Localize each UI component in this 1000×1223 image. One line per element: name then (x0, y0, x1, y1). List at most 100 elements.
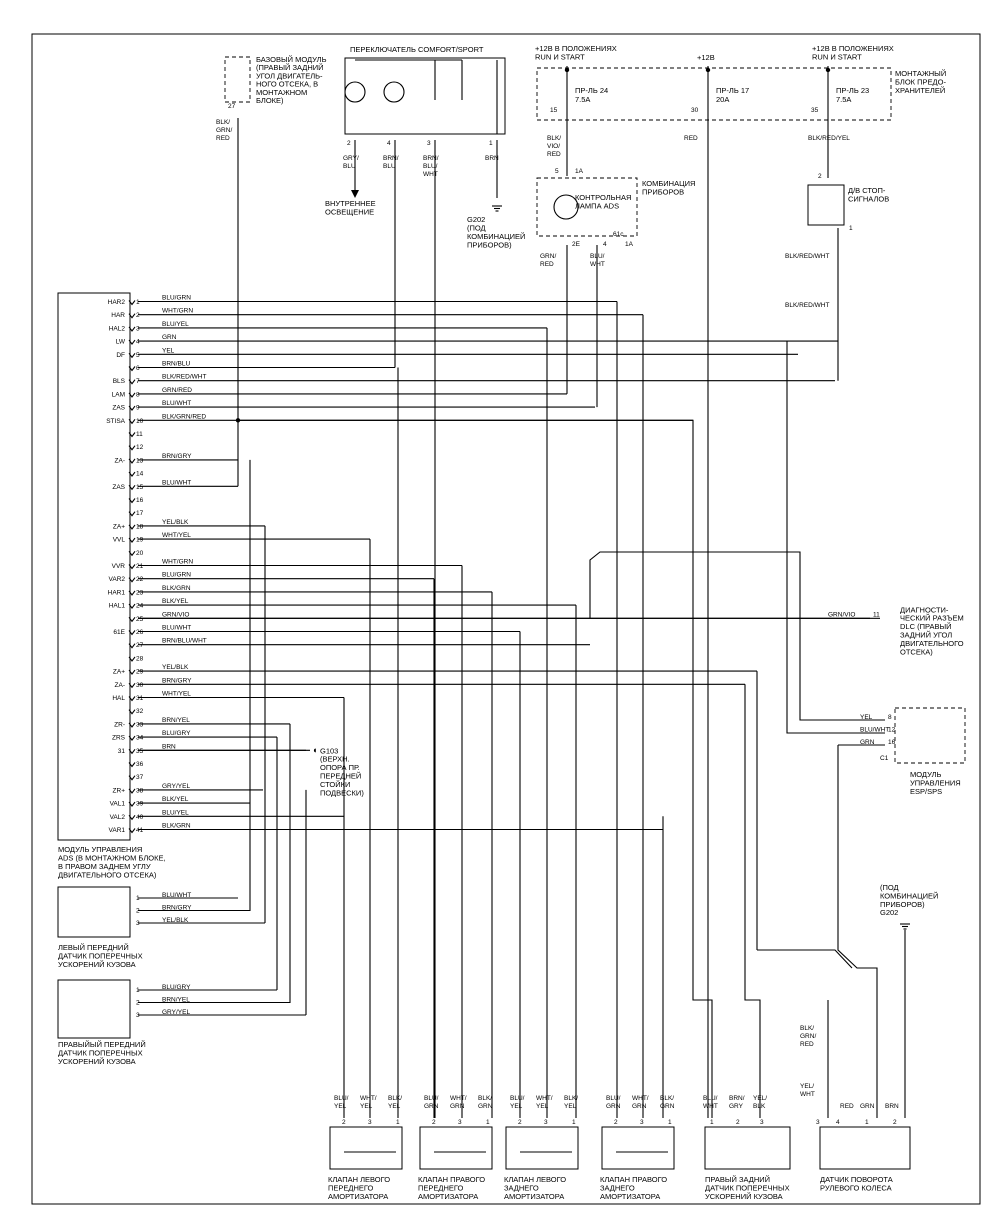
ecu-pin-connector (128, 550, 136, 557)
sensor-pin: 3 (136, 1012, 140, 1019)
power-feed1: RUN И START (535, 53, 585, 62)
ecu-wire-color: GRY/YEL (162, 783, 190, 790)
esp-caption: ESP/SPS (910, 787, 942, 796)
right-sensor-caption: УСКОРЕНИЙ КУЗОВА (58, 1057, 136, 1066)
g202b-caption: КОМБИНАЦИЕЙ (880, 891, 938, 900)
fuse-rating: 7.5A (575, 95, 590, 104)
rear-sensor-caption: ПРАВЫЙ ЗАДНИЙ (705, 1175, 770, 1184)
dlc-caption: ЧЕСКИЙ РАЗЪЕМ (900, 614, 964, 623)
steer-wire-label: BRN (885, 1103, 899, 1110)
ecu-pin-connector (128, 511, 136, 517)
shock-valve-box (601, 1126, 675, 1170)
ecu-terminal-name: ZA+ (113, 669, 125, 676)
ecu-pin-number: 21 (136, 563, 144, 570)
g202-caption: КОМБИНАЦИЕЙ (467, 232, 525, 241)
esp-connector: C1 (880, 755, 889, 762)
cluster-pin: 2E (572, 241, 581, 248)
dlc-caption: ЗАДНИЙ УГОЛ (900, 631, 952, 640)
ecu-terminal-name: ZRS (112, 735, 126, 742)
ecu-pin-connector (128, 313, 136, 319)
valve-caption: КЛАПАН ЛЕВОГО (328, 1175, 390, 1184)
labels: 1HAR2BLU/GRN2HARWHT/GRN3HAL2BLU/YEL4LWGR… (58, 44, 964, 1201)
valve-wire-label: BLU/ (334, 1095, 349, 1102)
ecu-terminal-name: ZAS (112, 484, 125, 491)
ecu-terminal-name: VAR1 (109, 827, 126, 834)
ecu-terminal-name: HAL (112, 695, 125, 702)
fuse-wire-label: BLK/ (547, 135, 561, 142)
ecu-terminal-name: DF (116, 352, 125, 359)
ecu-pin-number: 1 (136, 299, 140, 306)
ecu-terminal-name: HAR2 (108, 299, 126, 306)
ecu-pin-number: 4 (136, 339, 140, 346)
ecu-pin-number: 39 (136, 801, 144, 808)
dlc-caption: ДВИГАТЕЛЬНОГО (900, 639, 964, 648)
ecu-wire-color: WHT/YEL (162, 532, 191, 539)
valve-pin: 1 (572, 1119, 576, 1126)
g202b-caption: G202 (880, 908, 898, 917)
steer-pin: 2 (893, 1119, 897, 1126)
ecu-pin-number: 30 (136, 682, 144, 689)
cluster-pin: 4 (603, 241, 607, 248)
ecu-wire-color: BLU/WHT (162, 625, 191, 632)
base-module-box (224, 56, 251, 103)
shock-valve-box (505, 1126, 579, 1170)
ecu-pin-connector (128, 564, 136, 570)
steer-pin: 4 (836, 1119, 840, 1126)
fuse-block-caption: ХРАНИТЕЛЕЙ (895, 86, 945, 95)
fuse-dot (825, 67, 831, 73)
ecu-pin-connector (128, 828, 136, 834)
g202b-caption: ПРИБОРОВ) (880, 900, 925, 909)
ecu-terminal-name: ZA- (115, 457, 125, 464)
brake-wire-label: BLK/RED/WHT (785, 253, 829, 260)
valve-wire-label: YEL (360, 1103, 373, 1110)
ads-module-caption: В ПРАВОМ ЗАДНЕМ УГЛУ (58, 862, 151, 871)
comfort-sport-switch-box (344, 57, 506, 135)
ecu-pin-connector (128, 418, 136, 425)
ecu-pin-number: 14 (136, 471, 144, 478)
steer-wire-label: GRN (860, 1103, 875, 1110)
esp-pin: 16 (888, 739, 896, 746)
switch-wire-label: WHT (423, 171, 438, 178)
sensor-pin: 1 (136, 895, 140, 902)
ecu-pin-connector (128, 775, 136, 781)
ecu-pin-number: 15 (136, 484, 144, 491)
brake-pin: 1 (849, 225, 853, 232)
g103-caption: СТОЙКИ (320, 780, 350, 789)
switch-wire-label: BRN (485, 155, 499, 162)
ecu-terminal-name: VAR2 (109, 576, 126, 583)
ecu-terminal-name: ZR- (114, 721, 125, 728)
steer-wire-label: BLK/ (800, 1025, 814, 1032)
left-sensor-caption: ДАТЧИК ПОПЕРЕЧНЫХ (58, 952, 143, 961)
right-sensor-caption: ПРАВЫЙЫЙ ПЕРЕДНИЙ (58, 1040, 146, 1049)
ecu-pin-connector (128, 682, 136, 689)
sensor-wire-color: BRN/YEL (162, 997, 190, 1004)
ecu-pin-connector (128, 762, 136, 768)
cluster-wire-label: WHT (590, 261, 605, 268)
ecu-pin-number: 2 (136, 312, 140, 319)
ecu-pin-connector (128, 603, 136, 610)
ecu-wire-color: BLU/WHT (162, 400, 191, 407)
steer-wire-label: RED (800, 1041, 814, 1048)
ecu-pin-connector (128, 326, 136, 332)
ecu-pin-number: 3 (136, 325, 140, 332)
ecu-pin-number: 29 (136, 669, 144, 676)
ecu-terminal-name: HAL1 (109, 603, 126, 610)
sensor-wire-color: YEL/BLK (162, 917, 189, 924)
valve-caption: КЛАПАН ПРАВОГО (418, 1175, 485, 1184)
sensor-wire-color: BLU/GRY (162, 984, 191, 991)
rear-sensor-pin: 1 (710, 1119, 714, 1126)
ecu-pin-connector (128, 471, 136, 478)
power-feed2: +12В (697, 53, 715, 62)
valve-wire-label: BLK/ (478, 1095, 492, 1102)
fuse-block-caption: МОНТАЖНЫЙ (895, 69, 946, 78)
ecu-pin-number: 32 (136, 708, 144, 715)
esp-blu-wht-wire (786, 341, 885, 734)
ecu-pin-connector (128, 656, 136, 662)
valve-wire-label: YEL (510, 1103, 523, 1110)
base-module-wire-label: RED (216, 135, 230, 142)
esp-pin: 12 (888, 727, 896, 734)
brake-wire-label: BLK/RED/WHT (785, 302, 829, 309)
ecu-pin-number: 11 (136, 431, 143, 438)
fuse-pin: 30 (691, 107, 699, 114)
